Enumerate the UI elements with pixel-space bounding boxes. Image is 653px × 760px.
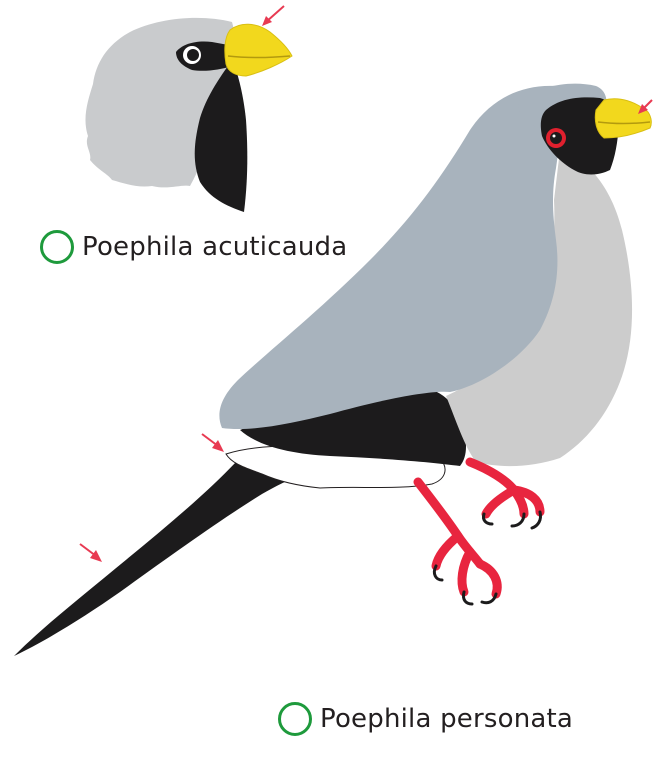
species-label-acuticauda: Poephila acuticauda [40, 230, 347, 264]
personata-tail [14, 462, 330, 656]
species-name: Poephila acuticauda [82, 232, 347, 262]
personata-beak [595, 99, 651, 138]
acuticauda-beak [225, 24, 292, 76]
arrow-beak-small [262, 6, 284, 26]
green-circle-icon [40, 230, 74, 264]
personata-eye-glint [553, 135, 556, 138]
personata-eye [550, 132, 562, 144]
acuticauda-head [85, 6, 292, 212]
personata-toe-2a [436, 536, 458, 566]
arrow-rump [202, 434, 224, 452]
personata-toe-2b [462, 552, 470, 592]
species-name: Poephila personata [320, 704, 573, 734]
personata-toe-2c [480, 564, 497, 594]
acuticauda-pupil [187, 49, 199, 61]
arrow-tail [80, 544, 102, 562]
species-label-personata: Poephila personata [278, 702, 573, 736]
green-circle-icon [278, 702, 312, 736]
personata-toe-1a [486, 490, 514, 514]
